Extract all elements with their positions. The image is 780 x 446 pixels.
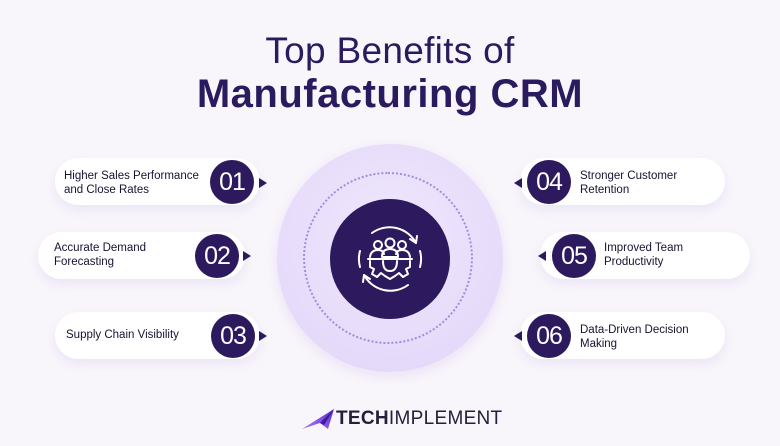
- benefit-label-05: Improved Team Productivity: [604, 242, 684, 268]
- benefit-number-03: 03: [211, 314, 255, 358]
- arrow-left-icon: [514, 331, 522, 341]
- benefit-number-04: 04: [527, 160, 571, 204]
- logo-text-bold: TECH: [336, 408, 389, 429]
- title-line-1: Top Benefits of: [265, 30, 515, 71]
- center-dotted-ring: [303, 172, 473, 344]
- logo-text-regular: IMPLEMENT: [388, 408, 503, 429]
- arrow-right-icon: [259, 331, 267, 341]
- benefit-number-05: 05: [552, 234, 596, 278]
- arrow-left-icon: [538, 251, 546, 261]
- benefit-label-06: Data-Driven Decision Making: [580, 324, 689, 350]
- benefit-label-04: Stronger Customer Retention: [580, 170, 678, 196]
- team-gear-cycle-icon: [357, 226, 423, 292]
- paper-plane-logo-icon: [302, 409, 334, 429]
- arrow-right-icon: [259, 178, 267, 188]
- title-line-2: Manufacturing CRM: [196, 72, 584, 116]
- benefit-number-01: 01: [210, 160, 254, 204]
- benefit-label-02: Accurate Demand Forecasting: [54, 242, 147, 268]
- center-icon-circle: [330, 199, 450, 319]
- benefit-label-01: Higher Sales Performance and Close Rates: [64, 170, 199, 196]
- arrow-left-icon: [514, 178, 522, 188]
- benefit-number-06: 06: [527, 314, 571, 358]
- benefit-number-02: 02: [195, 234, 239, 278]
- benefit-label-03: Supply Chain Visibility: [66, 329, 179, 341]
- arrow-right-icon: [243, 251, 251, 261]
